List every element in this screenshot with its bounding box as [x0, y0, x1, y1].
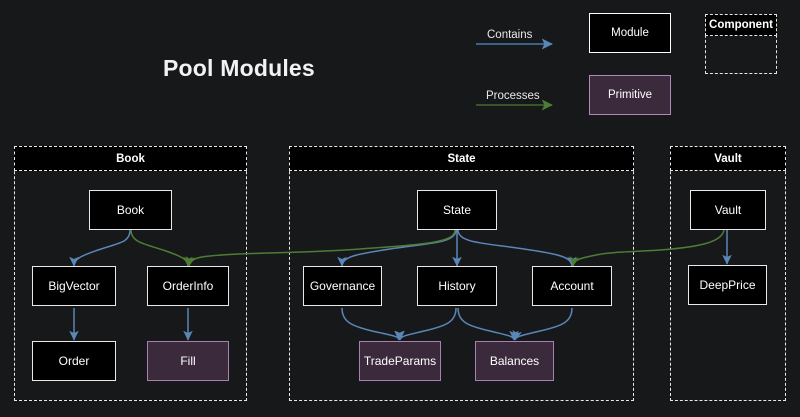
container-vault-title: Vault [670, 146, 786, 171]
node-orderinfo[interactable]: OrderInfo [147, 266, 229, 306]
node-state[interactable]: State [417, 190, 497, 230]
node-history-label: History [438, 279, 476, 293]
node-book-label: Book [116, 203, 145, 217]
page-title: Pool Modules [163, 55, 315, 81]
container-vault-label: Vault [714, 152, 742, 165]
node-governance-label: Governance [309, 279, 376, 293]
container-state-label: State [447, 152, 476, 165]
legend-primitive-label: Primitive [607, 89, 653, 101]
node-tradeparams[interactable]: TradeParams [359, 341, 441, 381]
legend-module-box: Module [589, 13, 671, 53]
node-governance[interactable]: Governance [303, 266, 382, 306]
node-history[interactable]: History [417, 266, 497, 306]
node-account-label: Account [550, 279, 594, 293]
legend-component-label-box: Component [705, 14, 777, 36]
node-order-label: Order [58, 354, 90, 368]
legend-module-label: Module [611, 27, 649, 39]
legend-primitive-box: Primitive [589, 75, 671, 115]
node-state-label: State [442, 203, 472, 217]
node-balances-label: Balances [489, 354, 540, 368]
node-deepprice-label: DeepPrice [699, 278, 756, 292]
legend-component-label: Component [709, 19, 773, 31]
node-tradeparams-label: TradeParams [363, 354, 437, 368]
node-fill[interactable]: Fill [147, 341, 229, 381]
node-balances[interactable]: Balances [475, 341, 554, 381]
node-orderinfo-label: OrderInfo [162, 279, 214, 293]
legend-contains-label: Contains [487, 29, 533, 41]
node-book[interactable]: Book [89, 190, 172, 230]
node-order[interactable]: Order [32, 341, 116, 381]
node-deepprice[interactable]: DeepPrice [688, 265, 767, 305]
node-bigvector[interactable]: BigVector [32, 266, 116, 306]
container-state-title: State [289, 146, 634, 171]
node-vault-label: Vault [714, 203, 742, 217]
node-account[interactable]: Account [532, 266, 612, 306]
container-book-label: Book [116, 152, 145, 165]
node-fill-label: Fill [180, 354, 196, 368]
node-bigvector-label: BigVector [48, 279, 100, 293]
container-book-title: Book [14, 146, 247, 171]
legend-processes-label: Processes [486, 90, 540, 102]
node-vault[interactable]: Vault [690, 190, 766, 230]
